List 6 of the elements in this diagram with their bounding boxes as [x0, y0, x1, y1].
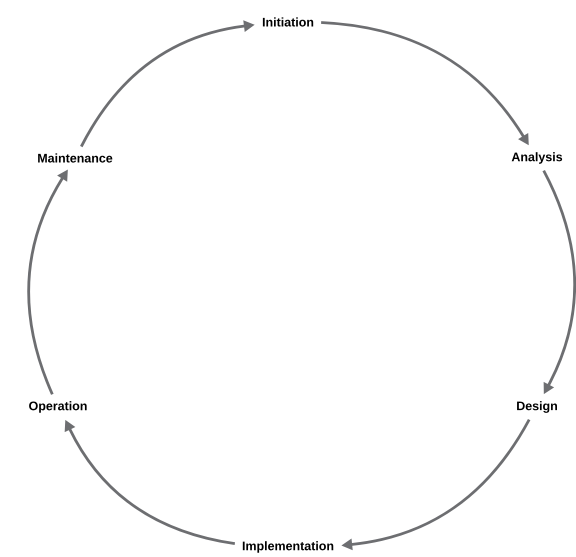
stage-label: Operation — [29, 401, 87, 413]
stage-label: Design — [517, 401, 557, 413]
stage-label: Analysis — [512, 152, 562, 164]
stage-label: Initiation — [262, 17, 314, 27]
stage-label: Maintenance — [38, 153, 112, 163]
stage-label: Implementation — [242, 541, 334, 553]
